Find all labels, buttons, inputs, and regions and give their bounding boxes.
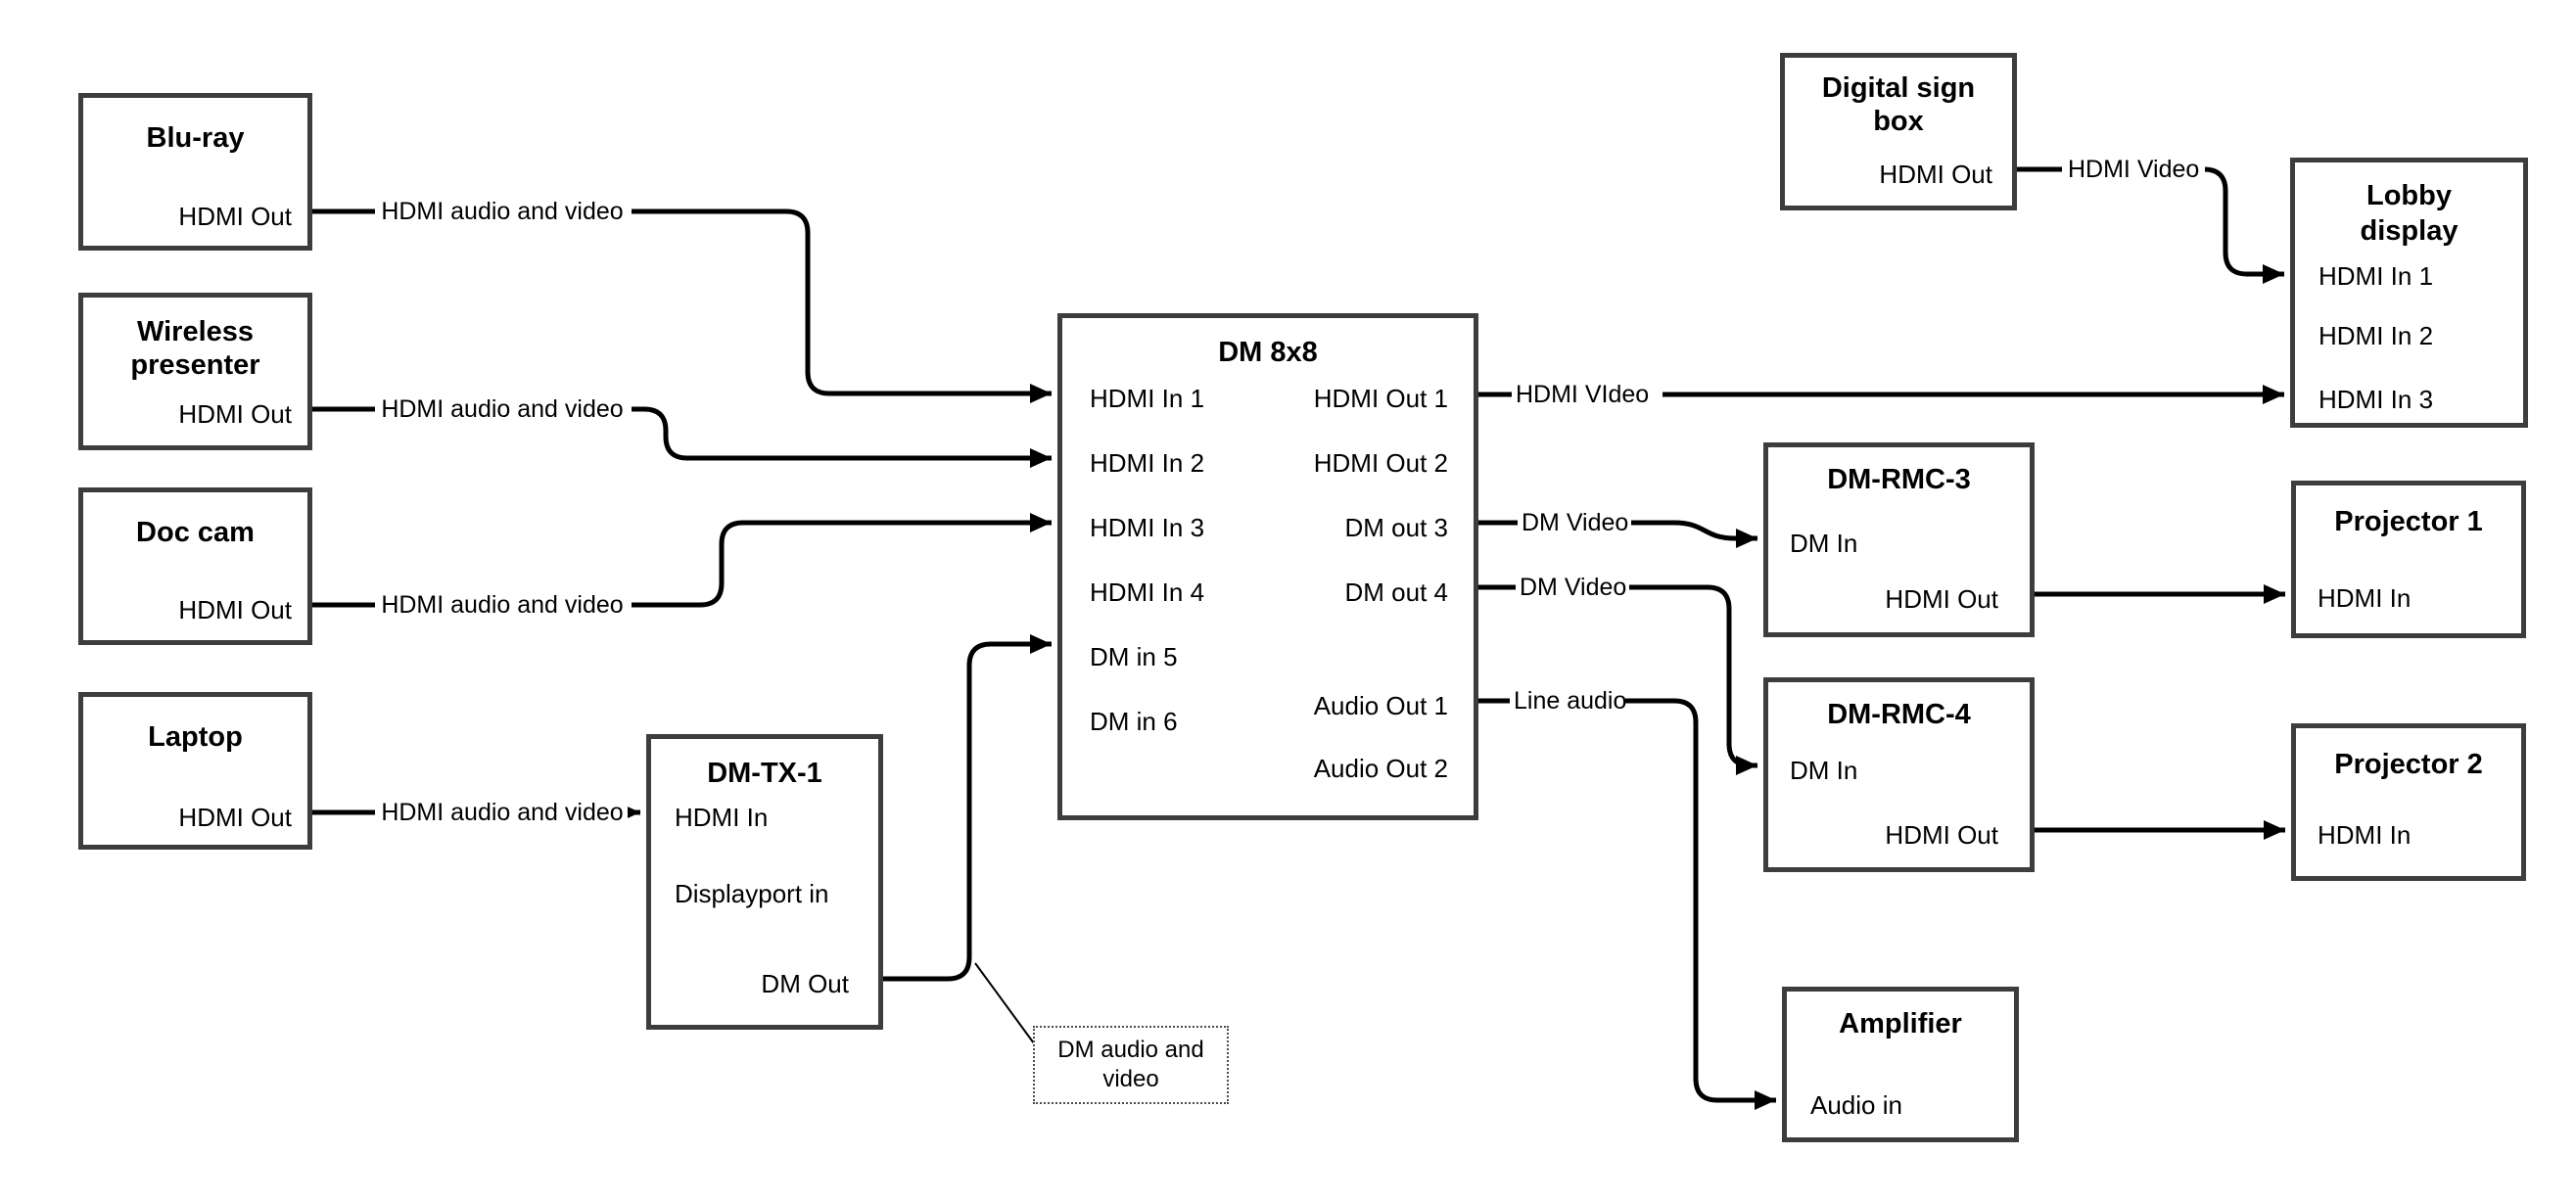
node-doc-cam: Doc cam HDMI Out	[78, 487, 312, 645]
wire-label-dm-video-out3: DM Video	[1522, 508, 1631, 537]
note-line-2: video	[1102, 1066, 1159, 1092]
wire-dmtx1-to-dm8x8	[883, 634, 1052, 982]
node-title: DM-RMC-3	[1827, 464, 1971, 495]
node-projector2: Projector 2 HDMI In	[2291, 723, 2526, 881]
node-title: Blu-ray	[146, 122, 245, 154]
note-text: DM audio and video	[1035, 1036, 1227, 1094]
node-dmrmc4: DM-RMC-4 DM In HDMI Out	[1763, 677, 2035, 872]
port-hdmi-out: HDMI Out	[1879, 160, 1992, 189]
port-hdmi-in-2: HDMI In 2	[2318, 321, 2434, 350]
wire-bluray-to-dm8x8	[632, 208, 1052, 403]
node-title: Digital sign	[1821, 72, 1976, 104]
port-hdmi-out: HDMI Out	[178, 803, 292, 832]
port-audio-in: Audio in	[1810, 1090, 1902, 1120]
port-displayport-in: Displayport in	[675, 879, 829, 908]
node-bluray: Blu-ray HDMI Out	[78, 93, 312, 251]
node-dm8x8: DM 8x8 HDMI In 1 HDMI In 2 HDMI In 3 HDM…	[1057, 313, 1478, 820]
port-hdmi-in-2: HDMI In 2	[1090, 448, 1205, 478]
node-laptop: Laptop HDMI Out	[78, 692, 312, 850]
wire-label-hdmi-audio-video-doccam: HDMI audio and video	[377, 590, 628, 620]
node-dmrmc3: DM-RMC-3 DM In HDMI Out	[1763, 442, 2035, 637]
note-leader-line	[974, 962, 1035, 1044]
wire-label-hdmi-audio-video-laptop: HDMI audio and video	[377, 798, 628, 827]
port-hdmi-out: HDMI Out	[178, 595, 292, 624]
wire-label-line-audio: Line audio	[1514, 686, 1627, 716]
port-dm-out: DM Out	[761, 969, 849, 998]
node-title: Laptop	[148, 721, 243, 753]
port-hdmi-in-1: HDMI In 1	[1090, 384, 1205, 413]
wire-label-hdmi-video-digitalsign: HDMI Video	[2068, 155, 2205, 184]
port-hdmi-in: HDMI In	[2318, 583, 2412, 613]
port-hdmi-out-2: HDMI Out 2	[1313, 448, 1448, 478]
wire-wireless-to-dm8x8	[632, 406, 1052, 468]
port-hdmi-out: HDMI Out	[1885, 584, 1998, 614]
wire-label-dm-video-out4: DM Video	[1520, 573, 1629, 602]
port-hdmi-out: HDMI Out	[178, 399, 292, 429]
port-hdmi-in: HDMI In	[675, 803, 769, 832]
node-title: Lobby	[2366, 180, 2452, 211]
wire-dm8x8-to-dmrmc4	[1627, 584, 1757, 775]
wire-label-hdmi-video-out1: HDMI VIdeo	[1516, 380, 1663, 409]
node-title: presenter	[130, 349, 260, 381]
port-hdmi-in-1: HDMI In 1	[2318, 261, 2434, 291]
port-dm-in-5: DM in 5	[1090, 642, 1178, 671]
port-hdmi-out-1: HDMI Out 1	[1313, 384, 1448, 413]
port-hdmi-in-3: HDMI In 3	[1090, 513, 1205, 542]
node-title: display	[2360, 215, 2459, 247]
node-digital-sign-box: Digital sign box HDMI Out	[1780, 53, 2017, 210]
port-dm-in-6: DM in 6	[1090, 707, 1178, 736]
port-dm-out-4: DM out 4	[1344, 577, 1449, 607]
node-title: DM-RMC-4	[1827, 699, 1971, 730]
node-title: DM-TX-1	[707, 758, 822, 789]
wire-dm8x8-to-amplifier	[1621, 698, 1776, 1110]
node-title: Projector 1	[2334, 506, 2483, 537]
node-dmtx1: DM-TX-1 HDMI In Displayport in DM Out	[646, 734, 883, 1030]
node-projector1: Projector 1 HDMI In	[2291, 481, 2526, 638]
wire-label-hdmi-audio-video-bluray: HDMI audio and video	[377, 197, 628, 226]
wire-digitalsign-to-lobby	[2203, 166, 2284, 284]
wire-doccam-to-dm8x8	[632, 513, 1052, 608]
port-dm-in: DM In	[1790, 756, 1858, 785]
node-title: Projector 2	[2334, 749, 2483, 780]
wire-dm8x8-to-dmrmc3	[1629, 520, 1757, 548]
node-amplifier: Amplifier Audio in	[1782, 987, 2019, 1142]
node-title: box	[1873, 106, 1924, 137]
node-wireless-presenter: Wireless presenter HDMI Out	[78, 293, 312, 450]
port-hdmi-in-3: HDMI In 3	[2318, 385, 2434, 414]
port-dm-out-3: DM out 3	[1344, 513, 1449, 542]
port-hdmi-in-4: HDMI In 4	[1090, 577, 1205, 607]
note-dm-audio-and-video: DM audio and video	[1033, 1026, 1229, 1104]
node-title: DM 8x8	[1218, 337, 1318, 368]
port-audio-out-2: Audio Out 2	[1313, 754, 1448, 783]
port-dm-in: DM In	[1790, 529, 1858, 558]
node-lobby-display: Lobby display HDMI In 1 HDMI In 2 HDMI I…	[2290, 158, 2528, 428]
port-audio-out-1: Audio Out 1	[1313, 691, 1448, 720]
note-line-1: DM audio and	[1057, 1037, 1204, 1063]
wire-label-hdmi-audio-video-wireless: HDMI audio and video	[377, 394, 628, 424]
port-hdmi-in: HDMI In	[2318, 820, 2412, 850]
port-hdmi-out: HDMI Out	[1885, 820, 1998, 850]
node-title: Amplifier	[1839, 1008, 1962, 1039]
port-hdmi-out: HDMI Out	[178, 202, 292, 231]
node-title: Doc cam	[136, 517, 255, 548]
node-title: Wireless	[136, 316, 255, 347]
